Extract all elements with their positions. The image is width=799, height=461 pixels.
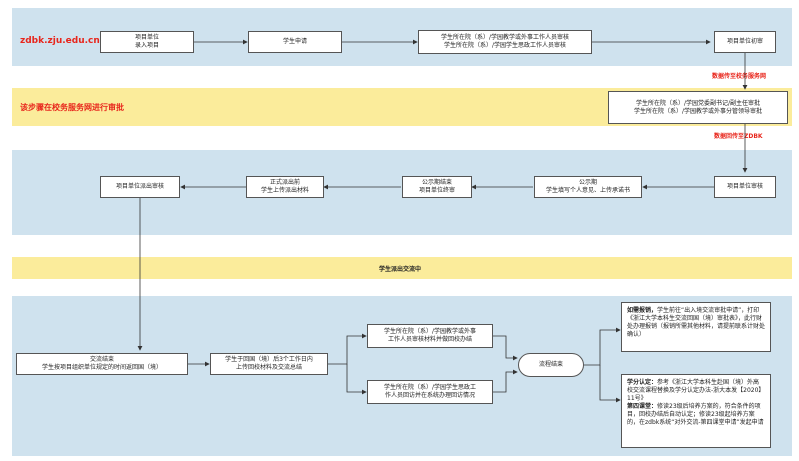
- exchange-banner: 学生派出交流中: [378, 266, 421, 273]
- node-project-entry: 项目单位 录入项目: [100, 31, 194, 53]
- node-exchange-end: 交流结束 学生按项目组织单位规定的时间返回国（境）: [16, 353, 188, 375]
- approval-notice: 该步骤在校务服务网进行审批: [20, 103, 124, 112]
- node-preliminary-review: 项目单位初审: [714, 31, 776, 53]
- node-leader-approval: 学生所在院（系）/学园党委副书记/副主任审批 学生所在院（系）/学园教学或外事分…: [608, 91, 788, 124]
- note-credit: 学分认定：参考《浙江大学本科生赴国（境）外高校交流课程替换及学分认定办法-浙大本…: [621, 374, 771, 448]
- node-follow-up: 学生所在院（系）/学园学生思政工 作人员回访并在系统办理回访情况: [367, 380, 493, 404]
- node-publicity: 公示期 学生填写个人意见、上传承诺书: [534, 176, 642, 198]
- arrow-n13-n15: [493, 335, 518, 361]
- node-process-end: 流程结束: [518, 353, 584, 377]
- node-dispatch-review: 项目单位派出审核: [100, 176, 180, 198]
- node-upload-return: 学生于回国（境）后3个工作日内 上传回校材料及交流总结: [210, 353, 328, 375]
- node-pre-departure: 正式派出前 学生上传派出材料: [246, 176, 324, 198]
- note-reimbursement-title: 如需报销，: [627, 307, 658, 314]
- node-project-review: 项目单位审核: [714, 176, 776, 198]
- arrow-n14-n15: [493, 369, 518, 393]
- label-to-service: 数据传至校务服务网: [712, 73, 767, 80]
- arrow-n12-n13: [328, 333, 367, 365]
- note-credit-text: 参考《浙江大学本科生赴国（境）外高校交流课程替换及学分认定办法-浙大本发【202…: [627, 379, 765, 402]
- site-url: zdbk.zju.edu.cn: [20, 36, 100, 46]
- node-college-review: 学生所在院（系）/学园教学或外事工作人员审核 学生所在院（系）/学园学生思政工作…: [418, 30, 592, 54]
- node-return-closure: 学生所在院（系）/学园教学或外事 工作人员审核材料并做回校办结: [367, 324, 493, 348]
- note-fourth-class-text: 修读23级后培养方案的，符合条件的项目，回校办结后自动认定；修读23级起培养方案…: [627, 403, 764, 426]
- note-fourth-class-title: 第四课堂：: [627, 403, 658, 410]
- note-reimbursement-text: 学生前往“出入境交流审批申请”，打印《浙江大学本科生交流回国（境）审批表》，此行…: [627, 307, 766, 338]
- node-student-apply: 学生申请: [248, 31, 342, 53]
- note-reimbursement: 如需报销，学生前往“出入境交流审批申请”，打印《浙江大学本科生交流回国（境）审批…: [621, 302, 771, 352]
- band-exchange: [12, 257, 792, 279]
- arrow-n15-note2: [599, 365, 621, 403]
- note-credit-title: 学分认定：: [627, 379, 658, 386]
- arrow-n15-note1: [584, 327, 621, 366]
- arrow-n12-n14: [346, 364, 367, 395]
- label-back-to-zdbk: 数据回传至ZDBK: [714, 133, 763, 140]
- node-final-review: 公示期结束 项目单位终审: [402, 176, 472, 198]
